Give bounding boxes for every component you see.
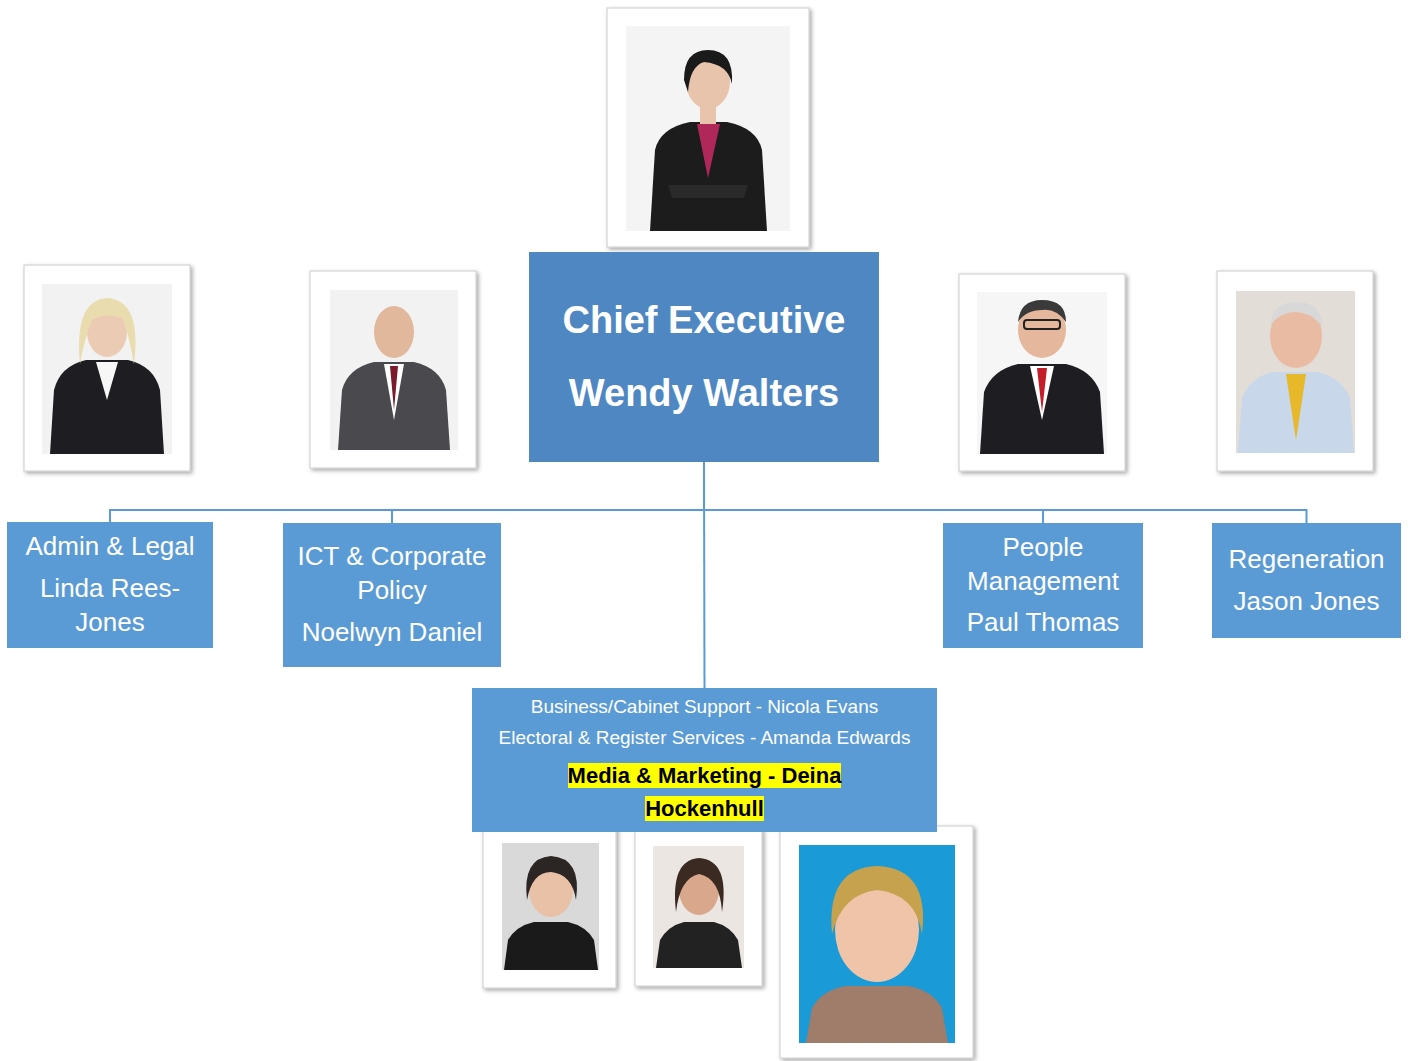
box-name: Noelwyn Daniel: [302, 616, 483, 650]
box-heading: Regeneration: [1228, 543, 1384, 577]
portrait-photo: [310, 271, 476, 468]
box-heading: People Management: [951, 531, 1135, 599]
portrait-photo: [959, 274, 1125, 471]
portrait-photo: [635, 828, 762, 986]
executive-box: Chief ExecutiveWendy Walters: [529, 252, 879, 462]
box-name: Jason Jones: [1234, 585, 1380, 619]
box-heading: Business/Cabinet Support - Nicola Evans: [531, 695, 878, 720]
box-heading: Admin & Legal: [25, 530, 194, 564]
portrait-photo: [607, 8, 809, 247]
portrait-photo: [483, 826, 616, 988]
department-box: People ManagementPaul Thomas: [943, 523, 1143, 648]
org-connector: [704, 462, 1043, 523]
org-connector: [704, 462, 1307, 523]
portrait-photo: [780, 826, 973, 1058]
highlight-line: Media & Marketing - Deina Hockenhull: [535, 759, 875, 825]
highlighted-text: Media & Marketing - Deina Hockenhull: [568, 763, 842, 821]
box-name: Electoral & Register Services - Amanda E…: [499, 726, 911, 751]
org-connector: [392, 462, 704, 523]
department-box: Admin & LegalLinda Rees-Jones: [7, 522, 213, 648]
portrait-photo: [24, 265, 190, 471]
org-connector: [110, 462, 704, 522]
box-name: Wendy Walters: [569, 370, 839, 418]
box-heading: ICT & Corporate Policy: [291, 540, 493, 608]
box-name: Linda Rees-Jones: [15, 572, 205, 640]
box-heading: Chief Executive: [563, 297, 846, 345]
portrait-photo: [1217, 271, 1373, 471]
box-name: Paul Thomas: [967, 606, 1120, 640]
team-box: Business/Cabinet Support - Nicola EvansE…: [472, 688, 937, 832]
department-box: RegenerationJason Jones: [1212, 523, 1401, 638]
department-box: ICT & Corporate PolicyNoelwyn Daniel: [283, 523, 501, 667]
